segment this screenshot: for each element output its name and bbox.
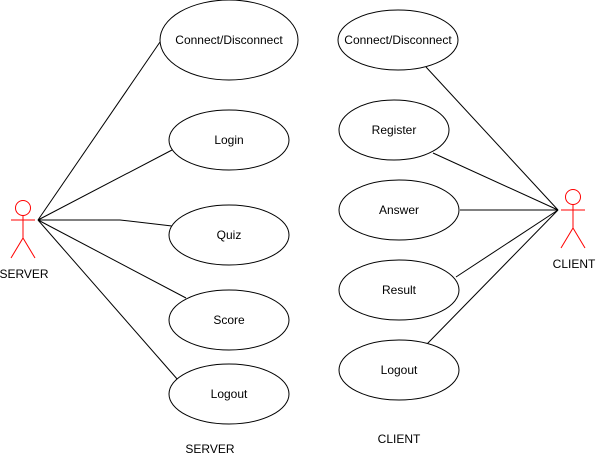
actor-right-leg-icon bbox=[22, 237, 36, 259]
assoc-server-connect bbox=[37, 41, 161, 221]
use-case-cli-logout[interactable]: Logout bbox=[338, 339, 460, 401]
use-case-label: Answer bbox=[379, 203, 419, 217]
use-case-srv-quiz[interactable]: Quiz bbox=[168, 204, 290, 266]
client-use-cases: Connect/Disconnect Register Answer Resul… bbox=[337, 9, 460, 401]
use-case-label: Connect/Disconnect bbox=[175, 33, 283, 47]
server-caption: SERVER bbox=[185, 442, 234, 456]
assoc-server-login bbox=[37, 149, 173, 221]
actor-head-icon bbox=[565, 189, 581, 205]
server-associations bbox=[37, 41, 187, 381]
use-case-label: Logout bbox=[211, 387, 248, 401]
actor-left-leg-icon bbox=[10, 237, 24, 259]
assoc-server-score bbox=[37, 219, 187, 299]
client-associations bbox=[425, 66, 559, 345]
use-case-cli-register[interactable]: Register bbox=[338, 99, 450, 161]
actor-server[interactable] bbox=[10, 200, 36, 259]
assoc-client-result bbox=[455, 209, 559, 278]
assoc-server-logout bbox=[37, 219, 179, 381]
actor-right-leg-icon bbox=[572, 227, 586, 249]
assoc-client-connect bbox=[425, 66, 559, 211]
actor-client[interactable] bbox=[560, 189, 586, 249]
assoc-client-logout bbox=[426, 209, 559, 345]
use-case-label: Register bbox=[372, 123, 417, 137]
use-case-srv-score[interactable]: Score bbox=[168, 289, 290, 351]
use-case-srv-connect[interactable]: Connect/Disconnect bbox=[159, 0, 299, 81]
client-caption: CLIENT bbox=[378, 432, 421, 446]
actor-head-icon bbox=[15, 200, 31, 216]
use-case-label: Quiz bbox=[217, 228, 242, 242]
use-case-label: Logout bbox=[381, 363, 418, 377]
use-case-cli-answer[interactable]: Answer bbox=[338, 179, 460, 241]
use-case-cli-result[interactable]: Result bbox=[338, 259, 460, 321]
use-case-label: Login bbox=[214, 133, 243, 147]
actor-left-leg-icon bbox=[560, 227, 574, 249]
use-case-label: Score bbox=[213, 313, 245, 327]
use-case-label: Connect/Disconnect bbox=[344, 33, 452, 47]
use-case-srv-login[interactable]: Login bbox=[168, 109, 290, 171]
assoc-client-register bbox=[432, 152, 559, 211]
server-use-cases: Connect/Disconnect Login Quiz Score Logo… bbox=[159, 0, 299, 425]
assoc-server-quiz bbox=[38, 219, 173, 227]
use-case-cli-connect[interactable]: Connect/Disconnect bbox=[337, 9, 459, 71]
use-case-srv-logout[interactable]: Logout bbox=[168, 363, 290, 425]
use-case-label: Result bbox=[382, 283, 417, 297]
actor-client-label: CLIENT bbox=[553, 257, 596, 271]
actor-server-label: SERVER bbox=[0, 267, 49, 281]
